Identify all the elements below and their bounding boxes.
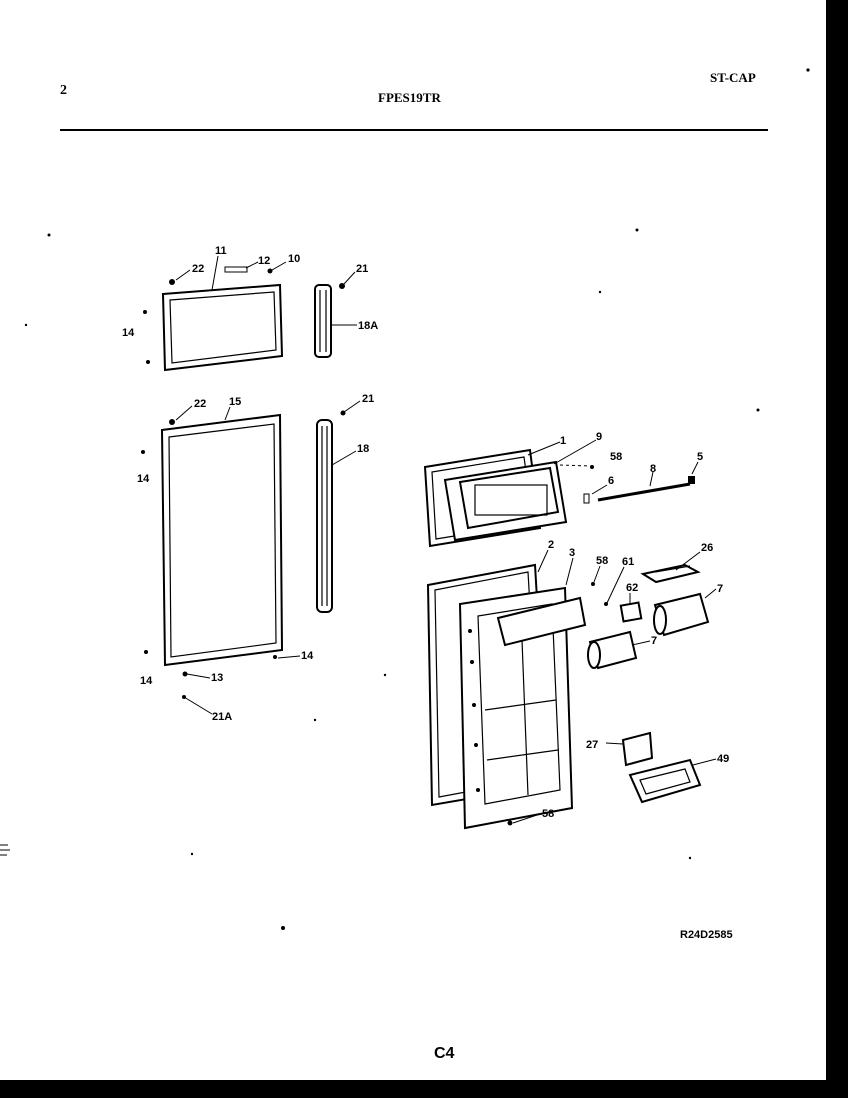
leader-lines xyxy=(175,255,717,824)
door-bin-lower-part xyxy=(587,630,638,670)
callout-18: 18 xyxy=(357,443,369,455)
fresh-food-door-gasket-part xyxy=(160,413,284,667)
callout-22b: 22 xyxy=(194,398,206,410)
callout-49: 49 xyxy=(717,753,729,765)
freezer-handle-part xyxy=(314,284,332,358)
callout-18a: 18A xyxy=(358,320,378,332)
callout-21a: 21 xyxy=(356,263,368,275)
callout-6: 6 xyxy=(608,475,614,487)
callout-61: 61 xyxy=(622,556,634,568)
callout-62: 62 xyxy=(626,582,638,594)
egg-tray-part xyxy=(640,563,701,584)
callout-10: 10 xyxy=(288,253,300,265)
callout-7a: 7 xyxy=(717,583,723,595)
callout-5: 5 xyxy=(697,451,703,463)
callout-12: 12 xyxy=(258,255,270,267)
fresh-food-handle-part xyxy=(316,419,333,613)
callout-labels: 22 11 12 10 21 14 18A 22 15 21 18 14 14 … xyxy=(122,245,729,820)
fresh-food-door-liner-part xyxy=(426,563,587,830)
section-code: ST-CAP xyxy=(710,70,756,85)
scan-edge-marks xyxy=(0,844,10,856)
callout-15: 15 xyxy=(229,396,241,408)
callout-3: 3 xyxy=(569,547,575,559)
dairy-bin-part xyxy=(628,758,702,804)
door-bin-upper-part xyxy=(653,592,710,637)
callout-9: 9 xyxy=(596,431,602,443)
callout-13: 13 xyxy=(211,672,223,684)
callout-8: 8 xyxy=(650,463,656,475)
page-number: 2 xyxy=(60,83,67,98)
model-number: FPES19TR xyxy=(378,90,441,105)
freezer-door-gasket-part xyxy=(161,283,284,372)
callout-58b: 58 xyxy=(596,555,608,567)
callout-11: 11 xyxy=(215,245,227,257)
freezer-door-liner-part xyxy=(423,448,568,548)
callout-1: 1 xyxy=(560,435,566,447)
callout-58c: 58 xyxy=(542,808,554,820)
callout-21b: 21 xyxy=(362,393,374,405)
callout-2: 2 xyxy=(548,539,554,551)
callout-7b: 7 xyxy=(651,635,657,647)
callout-26: 26 xyxy=(701,542,713,554)
callout-14b: 14 xyxy=(137,473,150,485)
drawing-number: R24D2585 xyxy=(680,929,733,941)
paper xyxy=(0,0,826,1080)
page-code: C4 xyxy=(434,1045,455,1062)
callout-27: 27 xyxy=(586,739,598,751)
callout-22a: 22 xyxy=(192,263,204,275)
shelf-bar-part xyxy=(583,465,695,504)
callout-14c: 14 xyxy=(301,650,314,662)
callout-14a: 14 xyxy=(122,327,135,339)
freezer-screws xyxy=(143,266,345,364)
callout-58a: 58 xyxy=(610,451,622,463)
clip-part xyxy=(619,601,643,623)
liner-screws xyxy=(468,582,608,826)
butter-door-part xyxy=(621,731,654,767)
callout-21c: 21A xyxy=(212,711,232,723)
scan-specks xyxy=(24,68,810,930)
callout-14d: 14 xyxy=(140,675,153,687)
